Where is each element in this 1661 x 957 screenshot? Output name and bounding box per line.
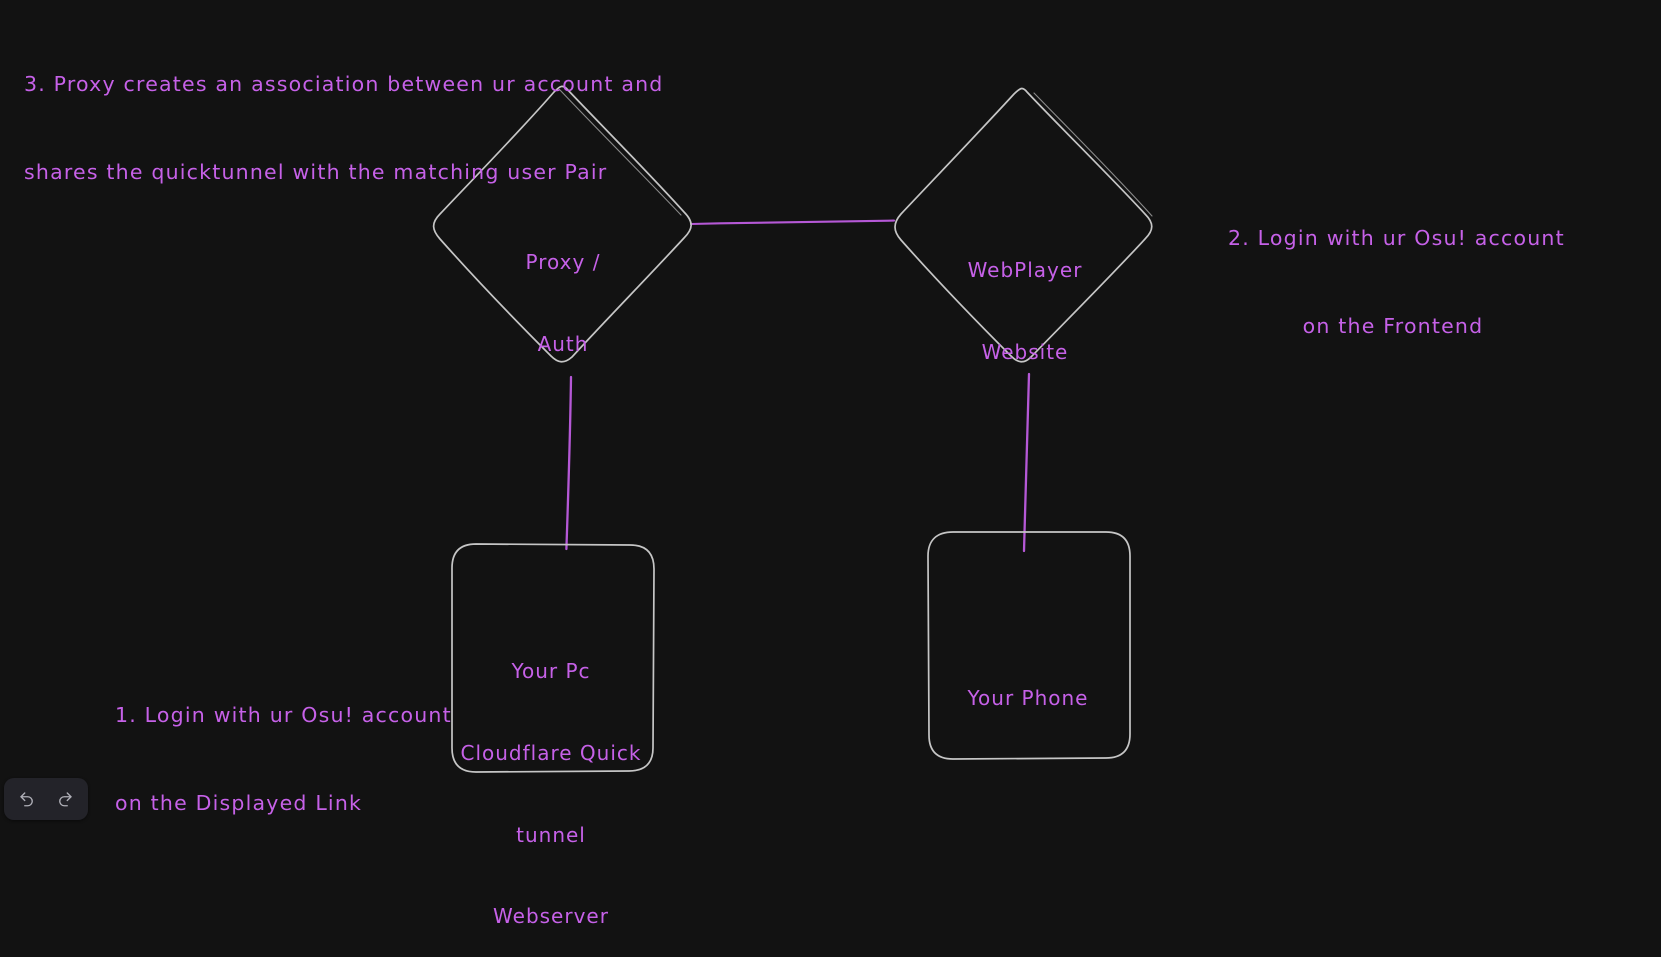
connector-proxy-to-your-pc[interactable]	[565, 375, 573, 551]
annotation-note-1-line-2: on the Displayed Link	[115, 790, 363, 815]
node-label-webplayer-website-line-2: Website	[981, 339, 1069, 364]
connector-proxy-to-webplayer[interactable]	[689, 219, 896, 226]
node-label-webplayer-website[interactable]: WebPlayer Website	[925, 203, 1125, 393]
node-label-webplayer-website-line-1: WebPlayer	[967, 258, 1083, 283]
annotation-note-2-line-2: on the Frontend	[1302, 313, 1484, 338]
node-label-your-pc-line-2: Cloudflare Quick	[460, 740, 642, 765]
undo-redo-toolbar	[4, 778, 88, 820]
node-label-your-pc-line-4: Webserver	[493, 904, 609, 929]
node-label-proxy-auth-line-2: Auth	[537, 331, 589, 356]
node-label-your-phone-line-1: Your Phone	[967, 686, 1089, 711]
node-shape-your-phone[interactable]	[927, 531, 1131, 760]
node-label-your-pc-line-1: Your Pc	[511, 659, 591, 684]
node-label-your-pc-line-3: tunnel	[516, 822, 586, 847]
annotation-note-3[interactable]: 3. Proxy creates an association between …	[24, 12, 664, 216]
redo-icon	[56, 790, 74, 808]
annotation-note-2-line-1: 2. Login with ur Osu! account	[1228, 226, 1565, 251]
undo-button[interactable]	[12, 784, 42, 814]
node-shape-webplayer-website[interactable]	[894, 87, 1153, 363]
node-label-proxy-auth-line-1: Proxy /	[525, 250, 601, 275]
node-shape-proxy-auth[interactable]	[432, 85, 692, 363]
node-shape-your-pc[interactable]	[451, 543, 655, 773]
connector-webplayer-to-your-phone[interactable]	[1022, 372, 1031, 553]
node-label-proxy-auth[interactable]: Proxy / Auth	[463, 195, 663, 385]
diagram-canvas	[432, 85, 1153, 773]
redo-button[interactable]	[50, 784, 80, 814]
annotation-note-3-line-2: shares the quicktunnel with the matching…	[24, 159, 608, 184]
annotation-note-2[interactable]: 2. Login with ur Osu! account on the Fro…	[1228, 166, 1565, 370]
annotation-note-3-line-1: 3. Proxy creates an association between …	[24, 72, 664, 97]
annotation-note-1-line-1: 1. Login with ur Osu! account	[115, 703, 452, 728]
undo-icon	[18, 790, 36, 808]
node-label-your-pc[interactable]: Your Pc Cloudflare Quick tunnel Webserve…	[451, 604, 651, 957]
node-label-your-phone[interactable]: Your Phone	[928, 631, 1128, 740]
annotation-note-1[interactable]: 1. Login with ur Osu! account on the Dis…	[115, 643, 452, 847]
